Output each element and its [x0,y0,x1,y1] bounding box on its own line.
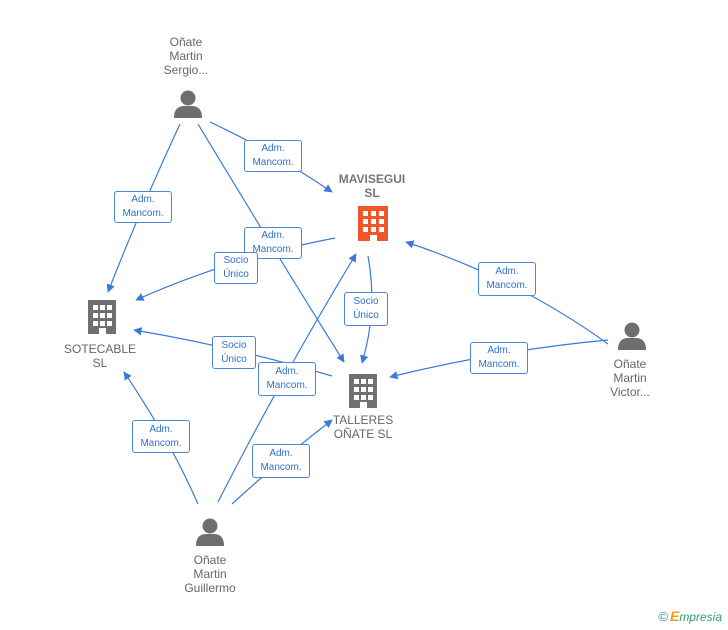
node-victor-label[interactable]: Oñate Martin Victor... [610,357,650,399]
person-icon [196,518,224,546]
node-mavisegui-label[interactable]: MAVISEGUI SL [338,172,406,200]
node-sergio-label[interactable]: Oñate Martin Sergio... [163,35,209,77]
edge-label-sergio-sotecable: Adm. Mancom. [114,191,172,223]
node-sotecable-label[interactable]: SOTECABLE SL [63,342,137,370]
node-guillermo-label[interactable]: Oñate Martin Guillermo [184,553,236,595]
person-icon [618,322,646,350]
edge-label-guillermo-talleres: Adm. Mancom. [252,444,310,478]
person-icon [174,90,202,118]
edge-label-victor-mavisegui: Adm. Mancom. [478,262,536,296]
edge-label-talleres-sotecable: Socio Único [212,336,256,369]
edge-label-guillermo-mavisegui: Adm. Mancom. [258,362,316,396]
edge-label-guillermo-sotecable: Adm. Mancom. [132,420,190,453]
building-icon [88,300,116,334]
copyright-symbol: © [658,609,668,624]
building-icon [349,374,377,408]
edge-label-mavisegui-sotecable: Socio Único [214,252,258,284]
node-talleres-label[interactable]: TALLERES OÑATE SL [332,413,394,441]
brand-name: mpresia [679,610,722,624]
edge-label-mavisegui-talleres: Socio Único [344,292,388,326]
brand-e: E [669,608,680,624]
empresia-logo: ©Empresia [658,608,722,624]
building-icon [358,206,388,241]
edge-label-sergio-mavisegui: Adm. Mancom. [244,140,302,172]
edge-label-victor-talleres: Adm. Mancom. [470,342,528,374]
